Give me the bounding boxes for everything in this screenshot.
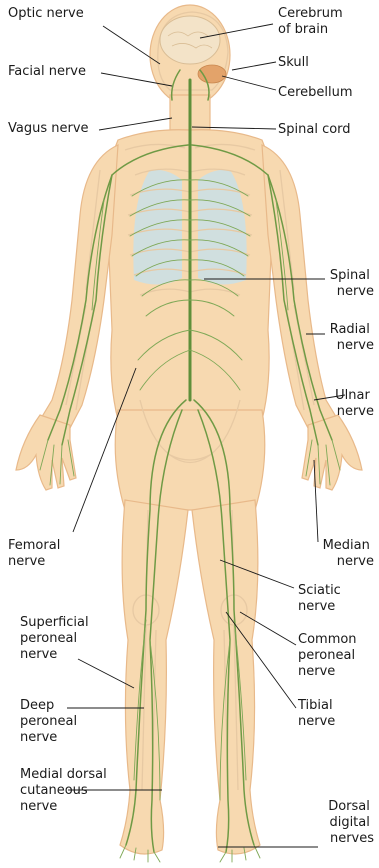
label-medial-dorsal-cutaneous-nerve: Medial dorsal cutaneous nerve — [20, 767, 111, 814]
label-median-nerve: Median nerve — [323, 538, 374, 569]
label-skull: Skull — [278, 55, 309, 70]
label-spinal-cord: Spinal cord — [278, 122, 351, 137]
label-femoral-nerve: Femoral nerve — [8, 538, 64, 569]
label-deep-peroneal-nerve: Deep peroneal nerve — [20, 698, 81, 745]
label-optic-nerve: Optic nerve — [8, 6, 84, 21]
label-radial-nerve: Radial nerve — [330, 322, 374, 353]
label-facial-nerve: Facial nerve — [8, 64, 86, 79]
label-sciatic-nerve: Sciatic nerve — [298, 583, 345, 614]
label-tibial-nerve: Tibial nerve — [297, 698, 337, 729]
label-dorsal-digital-nerves: Dorsal digital nerves — [328, 799, 374, 846]
label-ulnar-nerve: Ulnar nerve — [335, 388, 374, 419]
label-spinal-nerve: Spinal nerve — [330, 268, 374, 299]
label-superficial-peroneal-nerve: Superficial peroneal nerve — [20, 615, 93, 662]
label-cerebellum: Cerebellum — [278, 85, 353, 100]
cerebrum-shape — [160, 16, 220, 64]
label-common-peroneal-nerve: Common peroneal nerve — [298, 632, 361, 679]
label-cerebrum: Cerebrum of brain — [278, 6, 347, 37]
label-vagus-nerve: Vagus nerve — [8, 121, 89, 136]
